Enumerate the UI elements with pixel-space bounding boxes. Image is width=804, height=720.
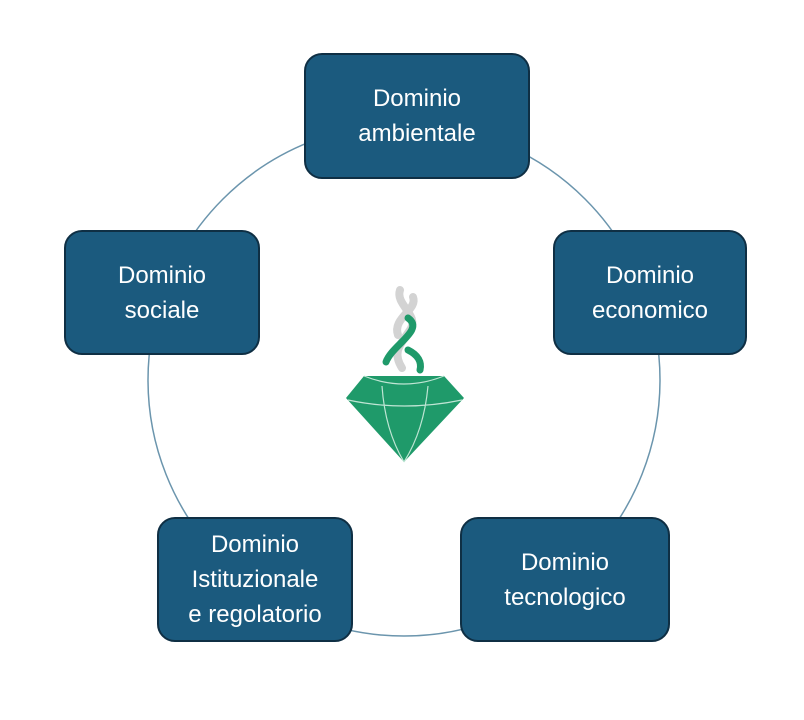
domain-sociale: Dominio sociale [64,230,260,355]
domain-label: tecnologico [504,583,626,611]
domain-label: Dominio [117,261,207,289]
domain-label: ambientale [358,120,476,147]
domain-label: economico [591,296,709,324]
domain-label: e regolatorio [188,601,322,628]
domain-label: sociale [124,296,200,324]
domain-tecnologico: Dominio tecnologico [460,517,670,642]
domain-ambientale: Dominio ambientale [304,53,530,179]
domain-label: Dominio [372,85,461,112]
domain-economico: Dominio economico [553,230,747,355]
emerald-gem-with-helix-icon [346,286,464,463]
domain-label: Dominio [605,261,695,289]
domain-label: Istituzionale [191,566,319,593]
domain-label: Dominio [210,531,299,558]
domain-label: Dominio [520,548,609,576]
